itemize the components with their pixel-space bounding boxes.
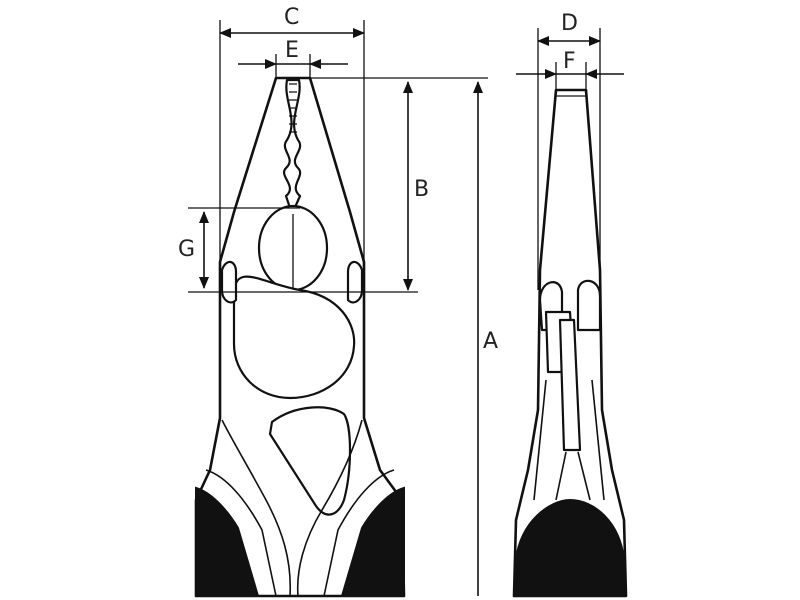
label-a: A	[483, 329, 498, 354]
label-c: C	[284, 5, 299, 30]
jaw-serrations	[289, 83, 297, 133]
side-grip	[515, 498, 625, 597]
right-pivot-notch	[346, 260, 364, 304]
left-pivot-notch	[220, 260, 238, 304]
label-b: B	[414, 177, 429, 202]
label-e: E	[285, 38, 299, 63]
label-f: F	[563, 49, 576, 74]
pivot-circle	[232, 275, 356, 400]
handle-cross-right	[296, 419, 363, 597]
side-handle-lines	[533, 379, 605, 501]
label-d: D	[561, 11, 578, 36]
right-grip	[340, 486, 405, 597]
side-joint-right	[576, 279, 602, 332]
side-view	[512, 88, 628, 598]
handle-cross-left	[221, 419, 292, 597]
dimension-labels: C E B A G D F	[178, 5, 578, 354]
left-grip	[195, 486, 260, 597]
label-g: G	[178, 237, 195, 262]
side-slot	[558, 318, 582, 452]
left-grip-edge	[205, 469, 277, 597]
jaw-teeth	[283, 78, 302, 216]
handle-window	[268, 406, 352, 516]
front-view	[194, 76, 406, 598]
right-grip-edge	[323, 469, 395, 597]
dimension-lines	[188, 20, 624, 596]
